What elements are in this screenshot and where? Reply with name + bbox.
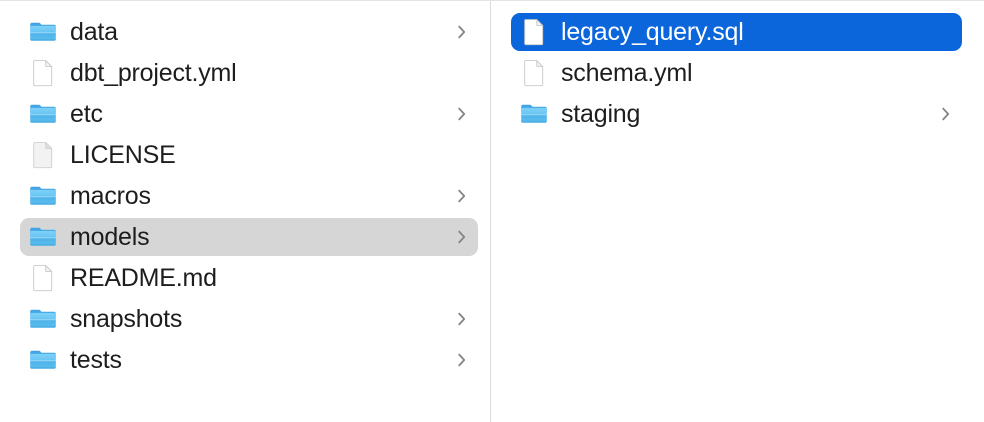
folder-icon bbox=[28, 99, 58, 129]
document-icon bbox=[519, 17, 549, 47]
file-row[interactable]: legacy_query.sql bbox=[511, 13, 962, 51]
file-row[interactable]: schema.yml bbox=[511, 54, 962, 92]
item-label: models bbox=[70, 223, 150, 251]
folder-icon bbox=[28, 17, 58, 47]
item-label: schema.yml bbox=[561, 59, 693, 87]
document-gray-icon bbox=[28, 140, 58, 170]
chevron-right-icon[interactable] bbox=[456, 227, 468, 247]
item-label: macros bbox=[70, 182, 151, 210]
file-row[interactable]: README.md bbox=[20, 259, 478, 297]
chevron-right-icon[interactable] bbox=[456, 186, 468, 206]
document-icon bbox=[519, 58, 549, 88]
folder-icon bbox=[28, 181, 58, 211]
folder-row[interactable]: etc bbox=[20, 95, 478, 133]
item-label: legacy_query.sql bbox=[561, 18, 744, 46]
file-row[interactable]: LICENSE bbox=[20, 136, 478, 174]
folder-row[interactable]: macros bbox=[20, 177, 478, 215]
item-label: staging bbox=[561, 100, 641, 128]
folder-icon bbox=[28, 222, 58, 252]
chevron-right-icon[interactable] bbox=[456, 104, 468, 124]
chevron-right-icon[interactable] bbox=[456, 309, 468, 329]
item-label: LICENSE bbox=[70, 141, 176, 169]
folder-icon bbox=[28, 304, 58, 334]
item-label: tests bbox=[70, 346, 122, 374]
column-list-models: legacy_query.sql schema.yml staging bbox=[491, 13, 983, 133]
item-label: README.md bbox=[70, 264, 217, 292]
item-label: snapshots bbox=[70, 305, 183, 333]
finder-column-models[interactable]: legacy_query.sql schema.yml staging bbox=[491, 1, 983, 422]
document-icon bbox=[28, 263, 58, 293]
folder-icon bbox=[28, 345, 58, 375]
chevron-right-icon[interactable] bbox=[456, 350, 468, 370]
folder-row[interactable]: tests bbox=[20, 341, 478, 379]
chevron-right-icon[interactable] bbox=[940, 104, 952, 124]
item-label: dbt_project.yml bbox=[70, 59, 237, 87]
folder-row[interactable]: data bbox=[20, 13, 478, 51]
folder-row[interactable]: staging bbox=[511, 95, 962, 133]
file-row[interactable]: dbt_project.yml bbox=[20, 54, 478, 92]
folder-row[interactable]: models bbox=[20, 218, 478, 256]
folder-row[interactable]: snapshots bbox=[20, 300, 478, 338]
document-icon bbox=[28, 58, 58, 88]
item-label: etc bbox=[70, 100, 103, 128]
chevron-right-icon[interactable] bbox=[456, 22, 468, 42]
folder-icon bbox=[519, 99, 549, 129]
item-label: data bbox=[70, 18, 118, 46]
